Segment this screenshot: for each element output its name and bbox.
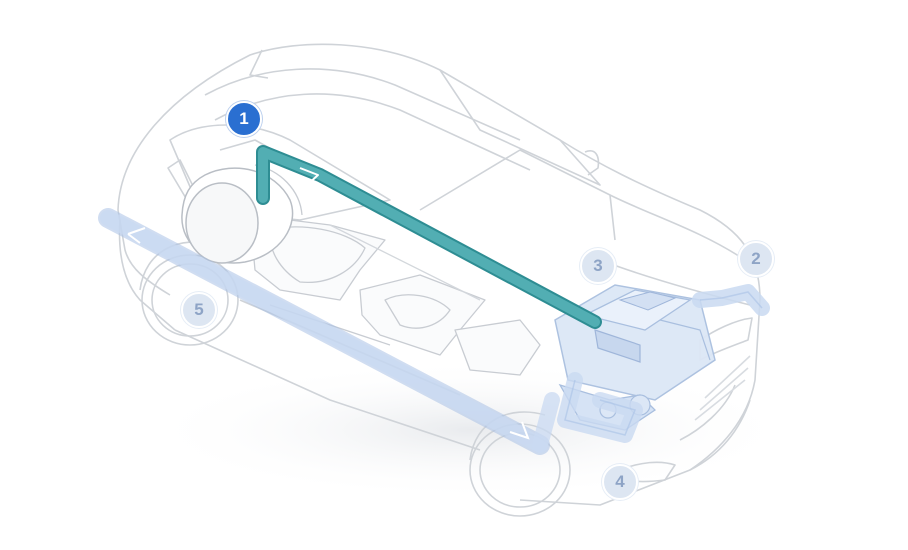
pipe-1	[256, 145, 602, 329]
marker-2-badge[interactable]: 2	[738, 241, 774, 277]
ground-shadow	[140, 360, 800, 500]
underbody	[249, 214, 541, 376]
marker-3-badge[interactable]: 3	[580, 248, 616, 284]
pipe-2	[692, 284, 770, 316]
fuel-cell-stack-icon	[554, 284, 716, 431]
pipe-5	[98, 208, 560, 455]
marker-4-badge[interactable]: 4	[602, 464, 638, 500]
pipe-4	[557, 372, 643, 443]
marker-1-badge[interactable]: 1	[226, 101, 262, 137]
marker-5-badge[interactable]: 5	[181, 292, 217, 328]
